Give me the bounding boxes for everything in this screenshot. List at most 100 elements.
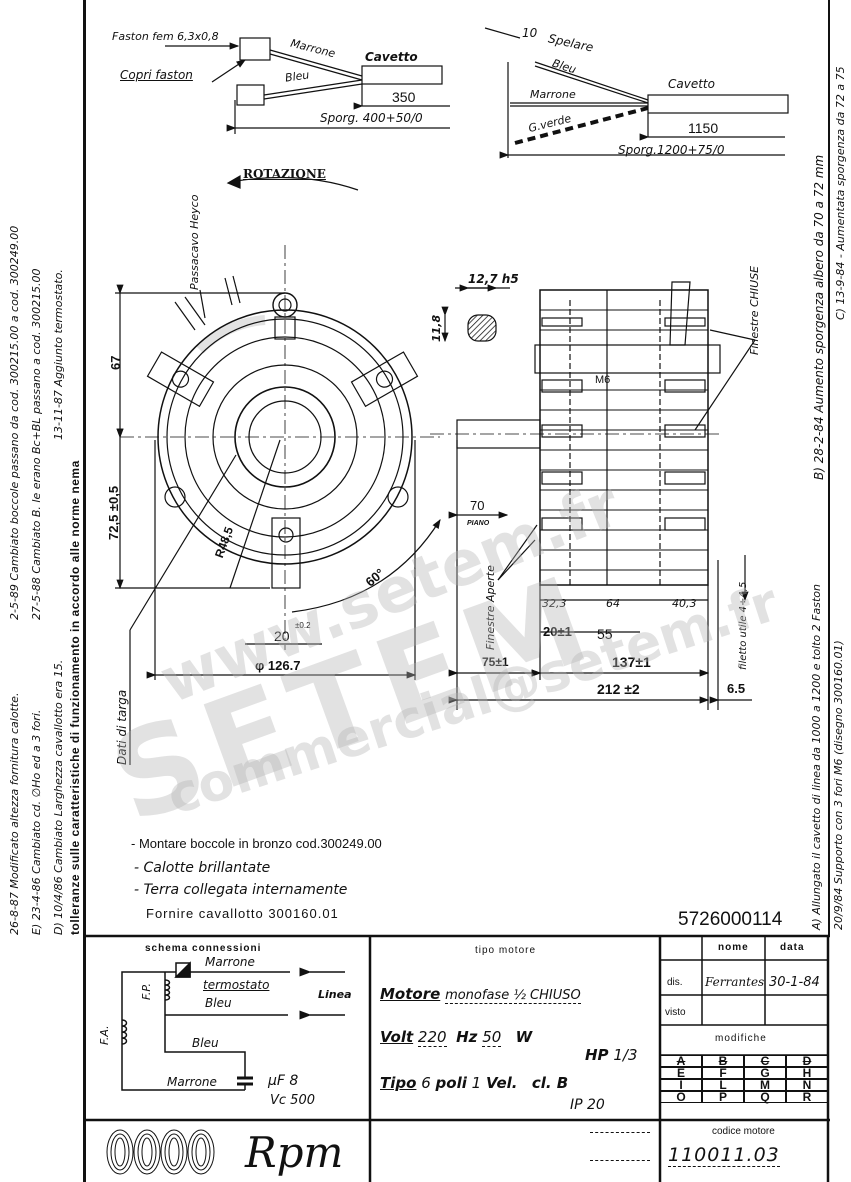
thread-m6: M6	[595, 374, 611, 386]
poles-value: 6	[421, 1074, 431, 1092]
volt-label: Volt	[380, 1028, 414, 1046]
class-value: cl. B	[531, 1074, 569, 1092]
hp-label: HP	[585, 1046, 609, 1064]
mod-n: N	[786, 1079, 828, 1091]
dim-1150: 1150	[688, 120, 719, 136]
schema-marrone: Marrone	[205, 955, 255, 969]
frame-left-border	[83, 0, 86, 1182]
faston-label: Faston fem 6,3x0,8	[112, 30, 219, 43]
mod-p: P	[702, 1091, 744, 1103]
mod-g: G	[744, 1067, 786, 1079]
hp-value: 1/3	[613, 1046, 638, 1064]
w-label: W	[515, 1028, 533, 1046]
strip-length: 10	[522, 26, 538, 40]
mod-d: D	[786, 1055, 828, 1067]
tipo-volt-row: Volt 220 Hz 50 W	[380, 1028, 533, 1047]
tab-width: 20	[274, 628, 290, 644]
modifiche-title: modifiche	[715, 1033, 767, 1044]
filetto-label: filetto utile 4÷4,5	[738, 581, 749, 670]
mod-f: F	[702, 1067, 744, 1079]
frame-right-border	[828, 0, 830, 935]
dim-55: 55	[597, 626, 613, 642]
schema-bleu2: Bleu	[192, 1036, 219, 1050]
cavetto-label-r: Cavetto	[668, 77, 715, 91]
tab-tolerance: ±0.2	[295, 621, 311, 630]
schema-marrone2: Marrone	[167, 1075, 217, 1089]
mod-e: E	[660, 1067, 702, 1079]
dati-targa-label: Dati di targa	[115, 689, 129, 765]
rotation-label: ROTAZIONE	[243, 167, 326, 181]
schema-capacitance: μF 8	[268, 1073, 299, 1089]
dis-date: 30-1-84	[769, 975, 820, 990]
dim-20: 20±1	[543, 624, 572, 639]
mod-b: B	[702, 1055, 744, 1067]
dis-signature: Ferrantes	[705, 975, 765, 989]
dim-70: 70	[470, 498, 485, 513]
dim-350: 350	[392, 89, 416, 105]
mod-o: O	[660, 1091, 702, 1103]
cavetto-label: Cavetto	[365, 50, 418, 64]
dim-67: 67	[108, 355, 123, 370]
schema-linea: Linea	[318, 988, 352, 1001]
hz-value: 50	[482, 1028, 502, 1047]
finestre-chiuse-label: Finestre CHIUSE	[748, 265, 761, 355]
drawing-number: 5726000114	[678, 909, 783, 930]
finestre-aperte-label: Finestre Aperte	[484, 565, 497, 650]
shaft-diameter: 12,7 h5	[468, 272, 519, 286]
dim-32-3: 32,3	[542, 597, 567, 610]
blank-dashes	[590, 1132, 650, 1133]
codice-value: 110011.03	[668, 1144, 780, 1167]
volt-value: 220	[417, 1028, 447, 1047]
blank-dashes-2	[590, 1160, 650, 1161]
mod-r: R	[786, 1091, 828, 1103]
dim-sporg-1200: Sporg.1200+75/0	[618, 143, 725, 157]
tipo-hp-row: HP 1/3	[585, 1046, 637, 1064]
rpm-logo: Rpm	[245, 1128, 344, 1177]
note-calotte: - Calotte brillantate	[134, 860, 271, 876]
vel-label: Vel.	[485, 1074, 518, 1092]
hz-label: Hz	[456, 1028, 478, 1046]
ip-value: IP 20	[570, 1097, 605, 1113]
shaft-flat: 11,8	[430, 314, 443, 342]
schema-bleu: Bleu	[205, 996, 232, 1010]
copri-faston-label: Copri faston	[120, 68, 193, 82]
dim-40-3: 40,3	[672, 597, 697, 610]
schema-voltage: Vc 500	[270, 1093, 315, 1108]
tipo-poles-row: Tipo 6 poli 1 Vel. cl. B	[380, 1074, 568, 1092]
dim-6-5: 6.5	[727, 681, 746, 696]
codice-title: codice motore	[712, 1126, 775, 1137]
motore-value: monofase ½ CHIUSO	[445, 988, 581, 1004]
dim-212: 212 ±2	[597, 681, 640, 697]
dim-137: 137±1	[612, 654, 651, 670]
schema-termostato: termostato	[203, 978, 270, 992]
tipo-title: tipo motore	[475, 945, 537, 956]
schema-fa: F.A.	[98, 1025, 111, 1045]
dim-72-5: 72,5 ±0,5	[106, 485, 121, 540]
schema-title: schema connessioni	[145, 943, 262, 954]
passacavo-label: Passacavo Heyco	[188, 194, 201, 290]
mod-a: A	[660, 1055, 702, 1067]
note-terra: - Terra collegata internamente	[134, 882, 348, 898]
dis-label: dis.	[667, 977, 683, 988]
speeds-value: 1	[471, 1074, 482, 1092]
nome-header: nome	[718, 942, 749, 953]
mod-h: H	[786, 1067, 828, 1079]
mod-i: I	[660, 1079, 702, 1091]
schema-fp: F.P.	[140, 982, 153, 1000]
tipo-label: Tipo	[380, 1074, 417, 1092]
piano-label: PIANO	[467, 520, 490, 527]
tipo-motore-row: Motore monofase ½ CHIUSO	[380, 985, 581, 1004]
diameter-label: φ 126.7	[255, 658, 301, 673]
modifiche-grid: A B C D E F G H I L M N O P Q R	[660, 1055, 828, 1103]
mod-l: L	[702, 1079, 744, 1091]
wire-marrone-r: Marrone	[530, 88, 576, 101]
mod-m: M	[744, 1079, 786, 1091]
note-cavallotto: Fornire cavallotto 300160.01	[146, 906, 339, 921]
dim-sporg-400: Sporg. 400+50/0	[320, 111, 423, 125]
dim-75: 75±1	[482, 655, 509, 669]
motore-label: Motore	[380, 985, 441, 1003]
poli-label: poli	[435, 1074, 467, 1092]
mod-q: Q	[744, 1091, 786, 1103]
data-header: data	[780, 942, 805, 953]
